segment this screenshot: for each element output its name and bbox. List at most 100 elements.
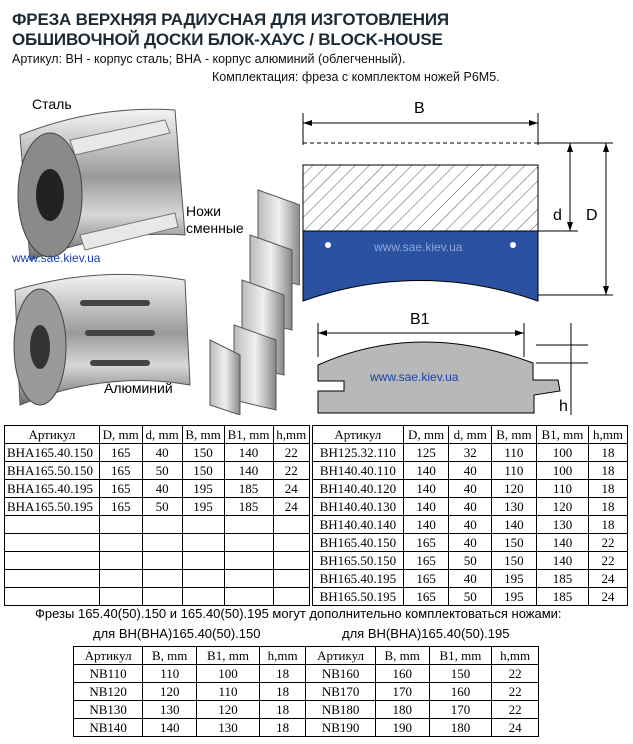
table-cell: 150 xyxy=(490,533,537,552)
table-cell xyxy=(98,551,143,570)
title-line-1: ФРЕЗА ВЕРХНЯЯ РАДИУСНАЯ ДЛЯ ИЗГОТОВЛЕНИЯ xyxy=(12,10,449,29)
table-cell: 110 xyxy=(142,664,198,683)
table-row xyxy=(4,569,310,588)
table-cell: 185 xyxy=(223,497,274,516)
website-link-board[interactable]: www.sae.kiev.ua xyxy=(370,370,459,384)
table-cell: 110 xyxy=(490,443,537,462)
table-header-cell: h,mm xyxy=(272,425,310,444)
hatched-section xyxy=(302,164,539,232)
table-header-cell: Артикул xyxy=(305,646,376,665)
table-cell: 165 xyxy=(402,533,450,552)
table-cell: 160 xyxy=(374,664,430,683)
table-header-cell: B, mm xyxy=(490,425,537,444)
table-cell: 170 xyxy=(428,700,493,719)
table-cell: 32 xyxy=(448,443,492,462)
label-knives: Ножи сменные xyxy=(186,203,244,237)
table-cell: 18 xyxy=(588,497,628,516)
dim-label-b: B xyxy=(414,100,425,117)
table-cell: 100 xyxy=(535,461,590,480)
table-row xyxy=(4,551,310,570)
table-cell: 150 xyxy=(181,461,225,480)
table-cell: 18 xyxy=(588,443,628,462)
table-cell: 40 xyxy=(141,443,183,462)
table-cell: 160 xyxy=(428,682,493,701)
table-cell: NB180 xyxy=(305,700,376,719)
table-cell: 120 xyxy=(490,479,537,498)
table-cell xyxy=(141,533,183,552)
table-cell: BHA165.50.150 xyxy=(4,461,100,480)
label-knives-line-2: сменные xyxy=(186,220,244,236)
table-header-cell: B1, mm xyxy=(535,425,590,444)
dim-label-d-large: D xyxy=(586,207,598,224)
table-cell: 150 xyxy=(428,664,493,683)
table-cell: 50 xyxy=(448,551,492,570)
table-cell: 40 xyxy=(141,479,183,498)
table-cell: 50 xyxy=(448,587,492,606)
table-cell: 24 xyxy=(272,497,310,516)
table-header-cell: d, mm xyxy=(141,425,183,444)
table-cell: NB120 xyxy=(72,682,144,701)
website-link-drawing[interactable]: www.sae.kiev.ua xyxy=(374,240,463,254)
table-cell xyxy=(181,587,225,606)
table-cell: 185 xyxy=(535,587,590,606)
table-cell: NB190 xyxy=(305,718,376,737)
table-cell: 130 xyxy=(490,497,537,516)
table-cell: 140 xyxy=(402,497,450,516)
table-cell: 140 xyxy=(142,718,198,737)
table-cell xyxy=(272,569,310,588)
table-header-cell: B1, mm xyxy=(428,646,493,665)
table-cell xyxy=(223,551,274,570)
table-cell: 120 xyxy=(196,700,260,719)
table-cell: BH140.40.130 xyxy=(312,497,404,516)
table-cell xyxy=(141,587,183,606)
table-cell: 50 xyxy=(141,461,183,480)
table-header-cell: Артикул xyxy=(72,646,144,665)
table-cell: BHA165.50.195 xyxy=(4,497,100,516)
table-cell: 110 xyxy=(490,461,537,480)
table-cell: 140 xyxy=(535,533,590,552)
table-cell: 22 xyxy=(588,533,628,552)
table-cell: 120 xyxy=(535,497,590,516)
table-cell xyxy=(272,587,310,606)
table-cell: 22 xyxy=(491,682,539,701)
table-cell: 50 xyxy=(141,497,183,516)
table-cell: 24 xyxy=(272,479,310,498)
table-cell: 40 xyxy=(448,479,492,498)
table-cell: 40 xyxy=(448,533,492,552)
table-cell: 180 xyxy=(428,718,493,737)
table-cell: 165 xyxy=(402,587,450,606)
table-cell: 100 xyxy=(196,664,260,683)
table-cell xyxy=(181,551,225,570)
table-cell: 190 xyxy=(374,718,430,737)
table-cell: 140 xyxy=(535,551,590,570)
table-cell xyxy=(272,533,310,552)
table-cell xyxy=(272,515,310,534)
table-cell: BH165.40.195 xyxy=(312,569,404,588)
table-cell xyxy=(223,515,274,534)
table-cell: 195 xyxy=(181,497,225,516)
steel-cutter-image xyxy=(17,108,186,261)
table-cell: 140 xyxy=(223,461,274,480)
table-cell: 185 xyxy=(223,479,274,498)
table-cell: 18 xyxy=(588,461,628,480)
table-cell xyxy=(98,515,143,534)
aluminium-cutter-image xyxy=(13,273,191,406)
website-link-left[interactable]: www.sae.kiev.ua xyxy=(12,251,101,265)
note-main: Фрезы 165.40(50).150 и 165.40(50).195 мо… xyxy=(35,606,562,621)
table-cell: 18 xyxy=(588,515,628,534)
table-cell: 22 xyxy=(491,700,539,719)
table-cell: NB130 xyxy=(72,700,144,719)
table-cell: NB170 xyxy=(305,682,376,701)
profile-drawing xyxy=(302,113,613,415)
table-header-cell: B1, mm xyxy=(223,425,274,444)
